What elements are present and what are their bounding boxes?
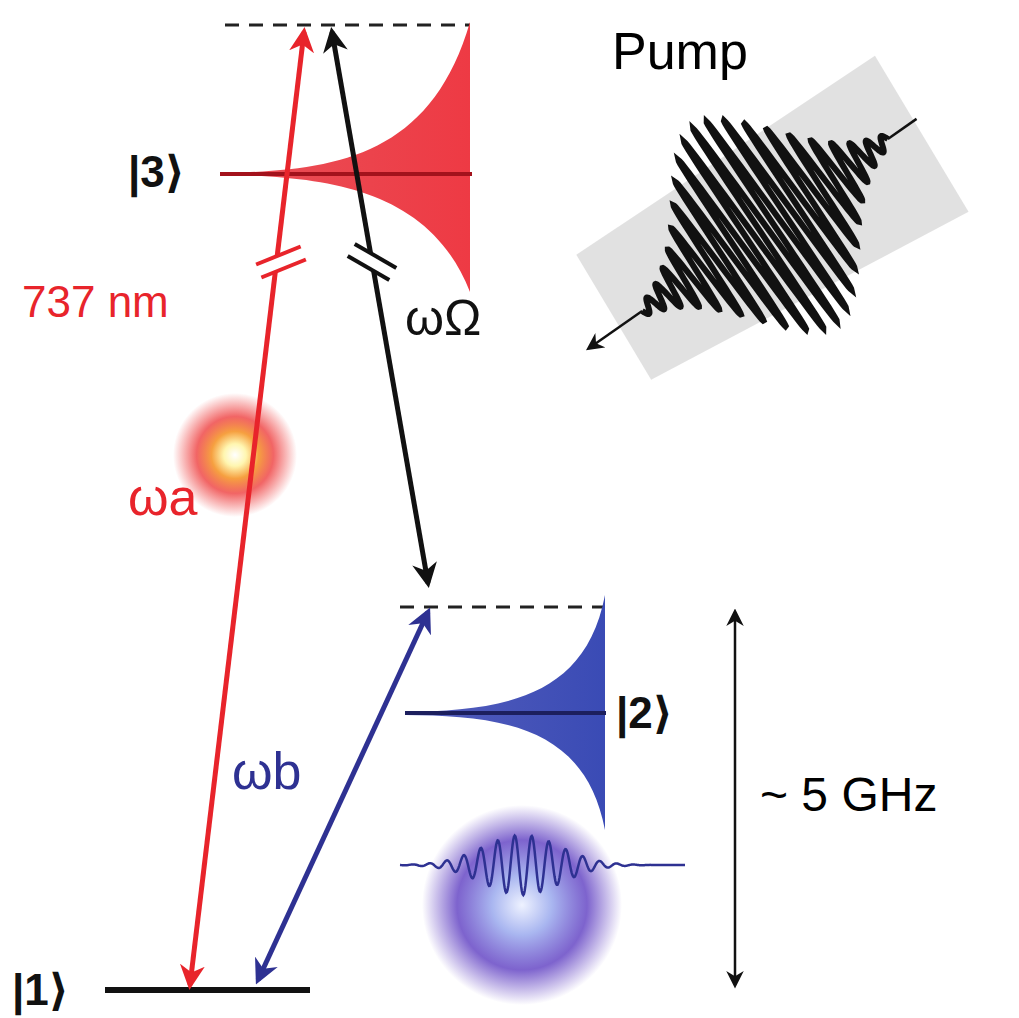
virtual-level	[225, 24, 470, 27]
pump-pulse	[475, 0, 1019, 499]
axis-break	[346, 243, 398, 281]
energy-level	[220, 172, 472, 176]
frequency-label: ωΩ	[405, 291, 481, 346]
ground-level	[105, 987, 310, 993]
level-label: |1⟩	[12, 966, 69, 1014]
level-linewidth	[220, 22, 470, 292]
microwave-photon	[422, 805, 622, 1005]
wavelength-label: 737 nm	[22, 278, 169, 326]
virtual-level	[400, 606, 605, 609]
level-linewidth	[405, 595, 605, 830]
optical-transition	[190, 32, 304, 985]
level-label: |2⟩	[616, 689, 673, 737]
axis-break	[254, 246, 307, 278]
level-label: |3⟩	[128, 148, 185, 196]
energy-level	[405, 711, 606, 715]
frequency-span-label: ~ 5 GHz	[760, 769, 937, 822]
span-arrow	[734, 612, 737, 985]
frequency-label: ωb	[232, 743, 302, 800]
microwave-wave	[400, 836, 685, 895]
frequency-label: ωa	[128, 469, 198, 526]
pump-label: Pump	[612, 23, 748, 80]
